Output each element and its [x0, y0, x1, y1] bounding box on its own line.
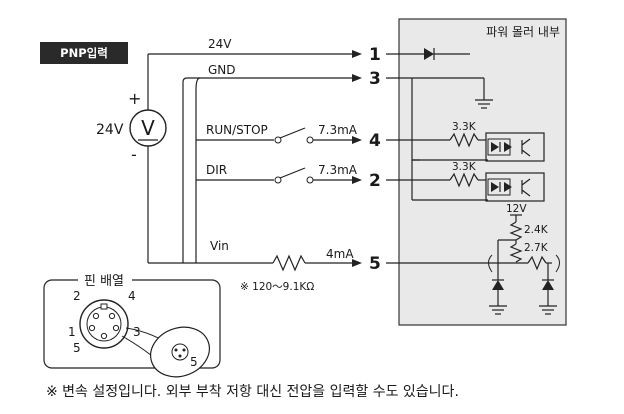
pinout-5b: 5	[190, 355, 198, 369]
dir-current: 7.3mA	[318, 163, 358, 177]
connector-drawing	[79, 299, 210, 378]
vin-current: 4mA	[326, 247, 354, 261]
source-voltage-label: 24V	[96, 122, 124, 138]
runstop-current: 7.3mA	[318, 123, 358, 137]
pnp-badge-label: PNP입력	[60, 46, 108, 60]
wire-runstop	[196, 127, 362, 144]
internal-diode	[386, 48, 470, 60]
pinout-3: 3	[133, 325, 141, 339]
optocoupler-1	[386, 132, 545, 162]
runstop-label: RUN/STOP	[206, 123, 268, 137]
source-plus: +	[128, 89, 141, 108]
footnote: ※ 변속 설정입니다. 외부 부착 저항 대신 전압을 입력할 수도 있습니다.	[46, 384, 459, 400]
terminal-5: 5	[369, 254, 381, 274]
label-2-4k: 2.4K	[524, 224, 549, 236]
wire-gnd	[182, 74, 362, 263]
terminal-3: 3	[369, 69, 381, 89]
terminal-4: 4	[369, 131, 381, 151]
pinout-4: 4	[128, 289, 136, 303]
pinout-1: 1	[68, 325, 76, 339]
pinout-2: 2	[73, 289, 81, 303]
label-2-7k: 2.7K	[524, 242, 549, 254]
dir-label: DIR	[206, 163, 227, 177]
optocoupler-2	[386, 172, 545, 202]
pnp-badge	[40, 42, 128, 64]
internal-box-title: 파워 몰러 내부	[486, 25, 560, 39]
wire-gnd-label: GND	[208, 63, 236, 77]
wire-vin	[148, 254, 362, 272]
terminal-2: 2	[369, 171, 381, 191]
wire-dir	[196, 167, 362, 184]
terminal-1: 1	[369, 45, 381, 65]
resistor-note: ※ 120～9.1KΩ	[240, 281, 314, 293]
opto1-resistor-label: 3.3K	[452, 121, 477, 133]
source-symbol: V	[141, 116, 155, 140]
voltage-source	[129, 54, 167, 263]
vin-label: Vin	[210, 239, 229, 253]
source-minus: -	[131, 145, 137, 164]
pinout-title: 핀 배열	[84, 274, 124, 289]
label-12v: 12V	[506, 203, 527, 215]
wire-24v-label: 24V	[208, 37, 232, 51]
internal-divider	[386, 214, 560, 315]
pinout-5a: 5	[73, 341, 81, 355]
opto2-resistor-label: 3.3K	[452, 161, 477, 173]
internal-circuit-box	[398, 18, 567, 326]
wire-24v	[148, 50, 362, 58]
